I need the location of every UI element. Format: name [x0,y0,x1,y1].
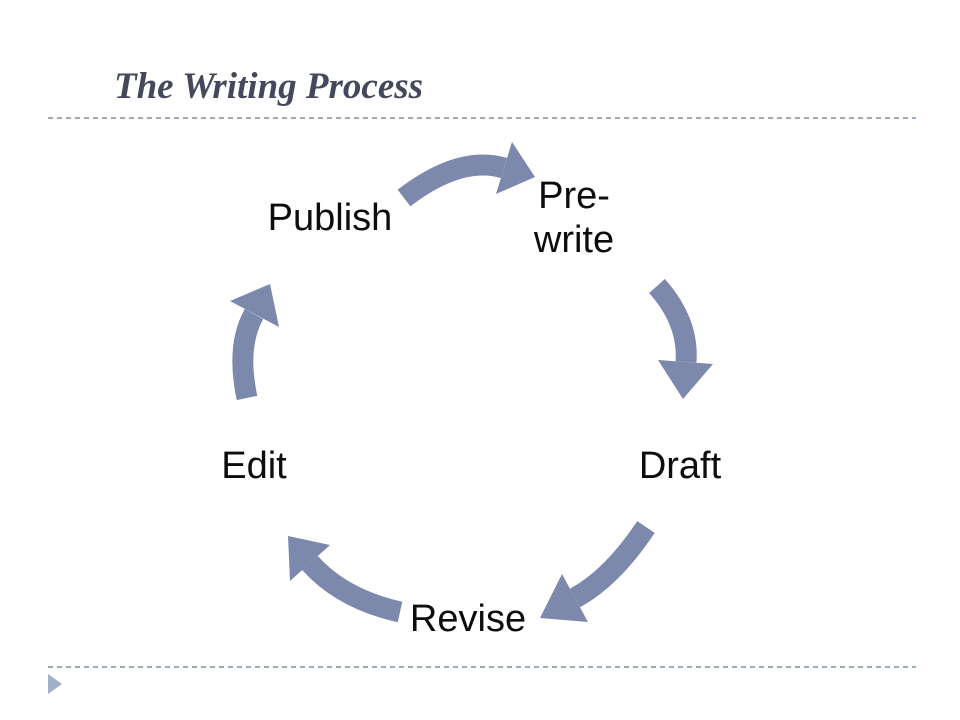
arrow-draft-to-revise [540,521,655,622]
step-label-prewrite-line2: write [533,219,615,261]
arrow-publish-to-prewrite-head [496,142,535,194]
arrow-publish-to-prewrite-shaft [397,154,507,207]
arrow-draft-to-revise-shaft [569,521,655,608]
arrow-revise-to-edit-shaft [302,555,403,623]
footer-arrow-icon [48,674,62,694]
slide-title: The Writing Process [114,66,424,107]
arrow-prewrite-to-draft-head [658,360,713,399]
arrow-edit-to-publish [230,284,279,401]
step-label-edit: Edit [221,445,287,487]
arrow-publish-to-prewrite [397,142,535,207]
arrow-revise-to-edit-head [288,536,330,581]
step-label-prewrite-line1: Pre- [538,175,610,217]
arrow-edit-to-publish-shaft [232,308,264,401]
arrow-prewrite-to-draft-shaft [649,279,697,363]
step-label-draft: Draft [638,445,722,487]
arrow-prewrite-to-draft [649,279,713,399]
step-label-revise: Revise [409,598,527,640]
step-label-publish: Publish [267,197,393,239]
footer-rule [48,666,916,668]
arrow-draft-to-revise-head [540,574,588,622]
arrow-edit-to-publish-head [230,284,279,327]
title-separator-rule [48,117,916,119]
step-label-prewrite: Pre- write [534,174,614,262]
arrow-revise-to-edit [288,536,403,623]
